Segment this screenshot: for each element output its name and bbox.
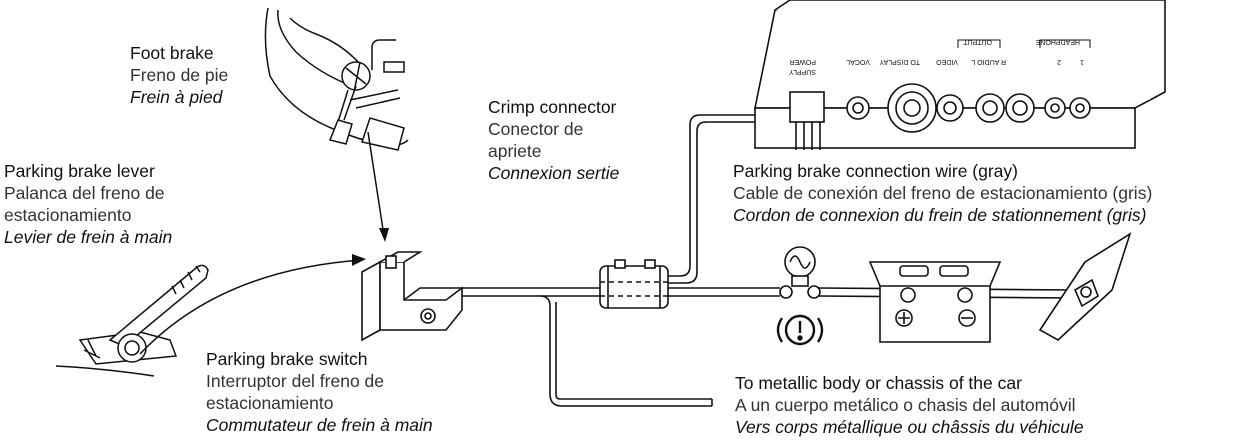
r-audio-l-label: R AUDIO L — [971, 58, 1006, 65]
arrowheads — [352, 228, 389, 266]
battery-icon — [868, 261, 1002, 343]
chassis-fr: Vers corps métallique ou châssis du véhi… — [735, 417, 1084, 437]
parking-brake-switch-fr: Commutateur de frein à main — [206, 415, 433, 435]
parking-brake-lever-es-1: Palanca del freno de — [4, 183, 165, 203]
ground-bolt-icon — [1038, 232, 1132, 341]
chassis-es: A un cuerpo metálico o chasis del automó… — [735, 395, 1076, 415]
hp-1-label: 1 — [1080, 58, 1084, 65]
output-label: OUTPUT — [963, 38, 993, 45]
arrows — [139, 131, 385, 355]
crimp-connector-label: Crimp connector Conector de apriete Conn… — [488, 96, 619, 184]
connection-wire-fr: Cordon de connexion du frein de stationn… — [733, 205, 1147, 225]
parking-brake-lever-es-2: estacionamiento — [4, 205, 132, 225]
crimp-connector — [599, 259, 669, 309]
foot-brake-en: Foot brake — [130, 43, 214, 63]
hp-2-label: 2 — [1057, 58, 1061, 65]
to-display-label: TO DISPLAY — [879, 58, 920, 65]
connection-wire-label: Parking brake connection wire (gray) Cab… — [733, 160, 1152, 226]
parking-brake-switch-en: Parking brake switch — [206, 349, 368, 369]
parking-brake-lever-label: Parking brake lever Palanca del freno de… — [4, 160, 172, 248]
foot-brake-fr: Frein à pied — [130, 87, 223, 107]
crimp-connector-es-2: apriete — [488, 141, 542, 161]
crimp-connector-fr: Connexion sertie — [488, 163, 620, 183]
parking-brake-lever-en: Parking brake lever — [4, 161, 155, 181]
brake-warning-icon — [776, 314, 824, 346]
foot-brake-label: Foot brake Freno de pie Frein à pied — [130, 42, 228, 108]
chassis-en: To metallic body or chassis of the car — [735, 373, 1022, 393]
parking-brake-switch-label: Parking brake switch Interruptor del fre… — [206, 348, 433, 436]
crimp-connector-es-1: Conector de — [488, 119, 584, 139]
head-unit — [754, 0, 1166, 150]
parking-brake-lever-fr: Levier de frein à main — [4, 227, 173, 247]
supply-label: SUPPLY — [789, 68, 816, 75]
foot-brake-es: Freno de pie — [130, 65, 229, 85]
crimp-connector-en: Crimp connector — [488, 97, 617, 117]
video-label: VIDEO — [936, 58, 958, 65]
power-label: POWER — [790, 58, 816, 65]
chassis-label: To metallic body or chassis of the car A… — [735, 372, 1084, 438]
parking-brake-switch — [361, 251, 463, 342]
vocal-label: VOCAL — [846, 58, 870, 65]
parking-brake-switch-es-2: estacionamiento — [206, 393, 334, 413]
connection-wire-en: Parking brake connection wire (gray) — [733, 161, 1018, 181]
parking-brake-switch-es-1: Interruptor del freno de — [206, 371, 385, 391]
foot-brake-illustration — [264, 7, 409, 151]
hand-brake-illustration — [55, 264, 209, 377]
connection-wire-es: Cable de conexión del freno de estaciona… — [733, 183, 1153, 203]
headphone-label: HEADPHONE — [1035, 38, 1080, 45]
bulb-icon — [779, 246, 821, 299]
unit-panel-labels: POWER SUPPLY VOCAL TO DISPLAY VIDEO R AU… — [789, 38, 1091, 75]
